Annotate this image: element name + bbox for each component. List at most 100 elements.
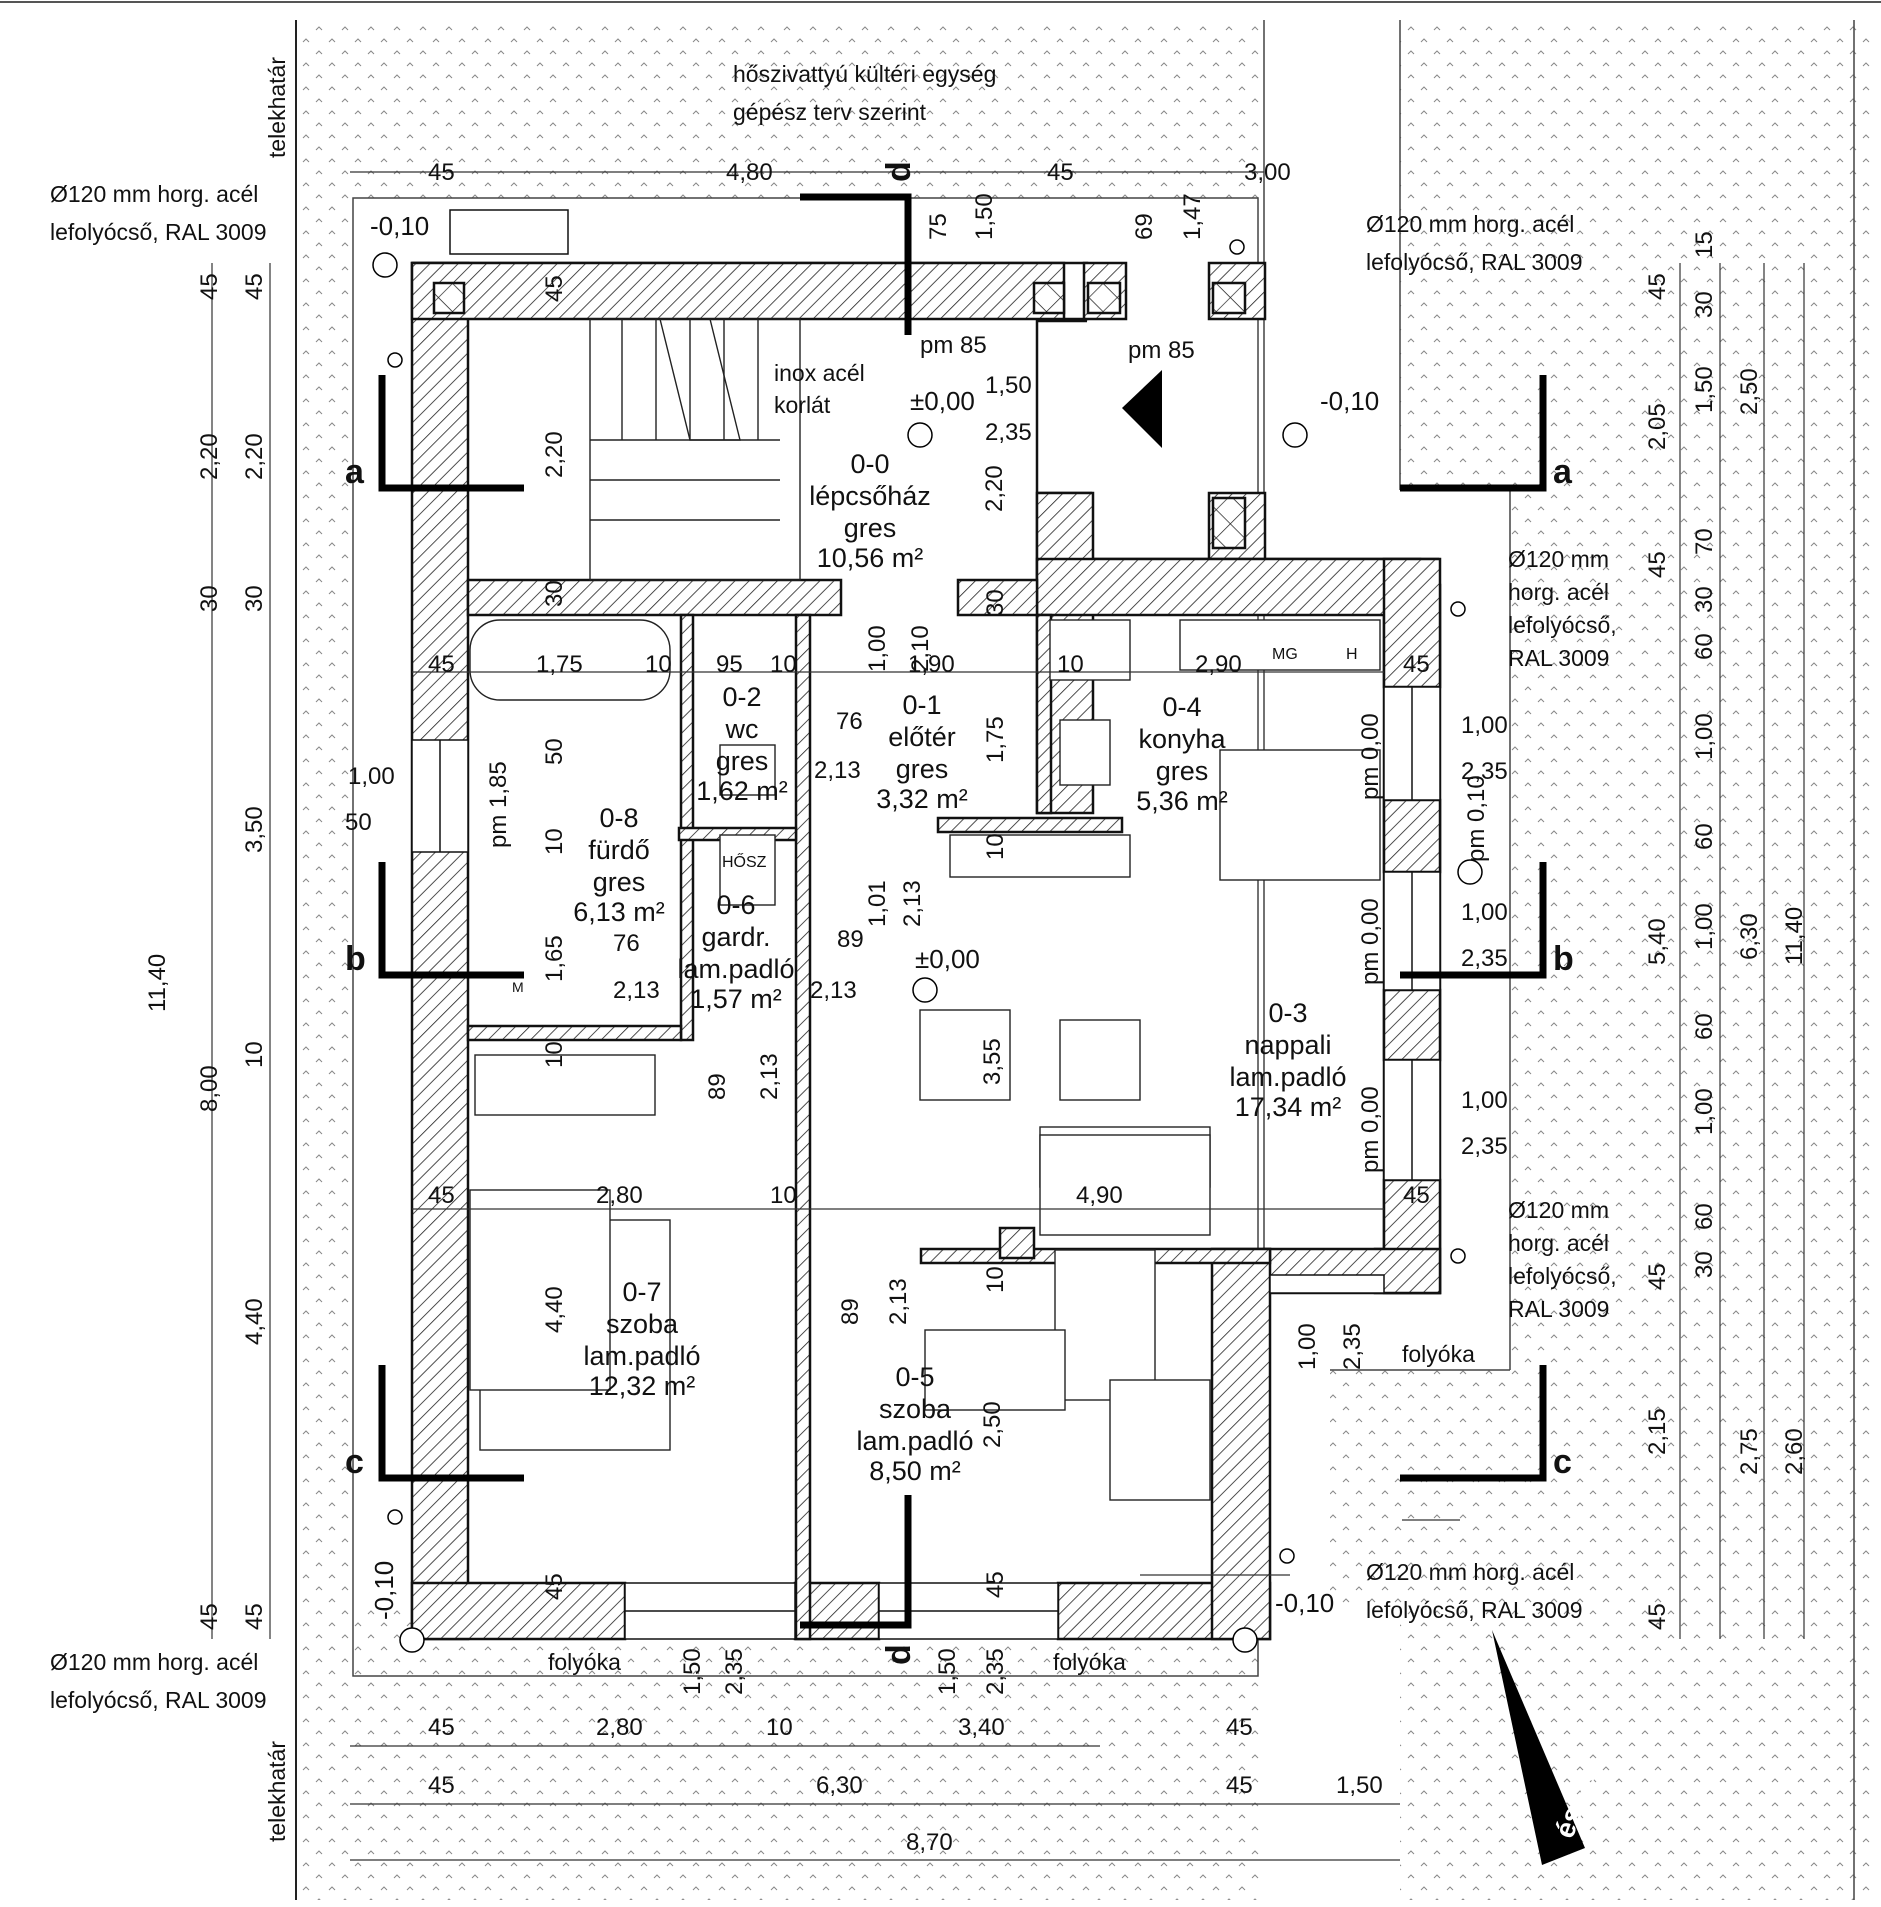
svg-text:folyóka: folyóka	[1053, 1649, 1126, 1675]
svg-text:±0,00: ±0,00	[915, 944, 980, 974]
svg-text:0-2: 0-2	[722, 682, 761, 712]
svg-text:2,35: 2,35	[1461, 758, 1508, 785]
svg-text:2,13: 2,13	[810, 977, 857, 1004]
svg-text:45: 45	[1047, 159, 1074, 186]
svg-text:1,00: 1,00	[348, 763, 395, 790]
svg-text:a: a	[1553, 453, 1573, 491]
svg-text:76: 76	[836, 708, 863, 735]
svg-text:60: 60	[1691, 1013, 1718, 1040]
svg-text:2,13: 2,13	[899, 880, 926, 927]
room-0-5: 0-5 szoba lam.padló 8,50 m²	[856, 1362, 973, 1486]
svg-text:lépcsőház: lépcsőház	[809, 481, 931, 511]
svg-text:1,50: 1,50	[985, 372, 1032, 399]
svg-text:45: 45	[196, 273, 223, 300]
svg-text:10: 10	[1057, 651, 1084, 678]
svg-text:2,35: 2,35	[1339, 1323, 1366, 1370]
svg-text:1,00: 1,00	[1461, 1087, 1508, 1114]
svg-text:30: 30	[241, 585, 268, 612]
svg-text:30: 30	[1691, 1251, 1718, 1278]
room-0-7: 0-7 szoba lam.padló 12,32 m²	[583, 1277, 700, 1401]
svg-text:0-8: 0-8	[599, 803, 638, 833]
svg-text:gépész terv szerint: gépész terv szerint	[733, 99, 927, 125]
svg-text:2,50: 2,50	[979, 1401, 1006, 1448]
svg-text:45: 45	[428, 1714, 455, 1741]
svg-text:2,80: 2,80	[596, 1182, 643, 1209]
svg-text:2,13: 2,13	[814, 757, 861, 784]
svg-text:10: 10	[766, 1714, 793, 1741]
svg-text:-0,10: -0,10	[1320, 386, 1379, 416]
svg-text:RAL 3009: RAL 3009	[1508, 1296, 1609, 1322]
svg-text:45: 45	[428, 1772, 455, 1799]
svg-text:10: 10	[241, 1041, 268, 1068]
svg-text:1,47: 1,47	[1179, 193, 1206, 240]
svg-text:Ø120 mm horg. acél: Ø120 mm horg. acél	[50, 181, 258, 207]
svg-text:-0,10: -0,10	[369, 1561, 399, 1620]
svg-text:telekhatár: telekhatár	[264, 1741, 290, 1842]
svg-text:pm 85: pm 85	[920, 332, 987, 359]
svg-text:2,10: 2,10	[907, 625, 934, 672]
svg-text:1,57 m²: 1,57 m²	[690, 984, 782, 1014]
svg-text:pm 0,00: pm 0,00	[1357, 713, 1384, 800]
svg-text:lam.padló: lam.padló	[1229, 1062, 1346, 1092]
svg-text:50: 50	[541, 738, 568, 765]
svg-text:lam.padló: lam.padló	[856, 1426, 973, 1456]
svg-text:Ø120 mm horg. acél: Ø120 mm horg. acél	[50, 1649, 258, 1675]
svg-text:10: 10	[541, 828, 568, 855]
svg-text:2,60: 2,60	[1781, 1428, 1808, 1475]
svg-text:1,00: 1,00	[1691, 713, 1718, 760]
svg-text:konyha: konyha	[1138, 724, 1226, 754]
svg-text:45: 45	[428, 1182, 455, 1209]
svg-text:1,00: 1,00	[1691, 903, 1718, 950]
svg-text:1,00: 1,00	[1294, 1323, 1321, 1370]
svg-text:±0,00: ±0,00	[910, 386, 975, 416]
svg-text:gres: gres	[1156, 756, 1209, 786]
svg-text:5,40: 5,40	[1644, 918, 1671, 965]
section-letters: a a b b c c d d	[345, 161, 1574, 1665]
svg-text:45: 45	[241, 1603, 268, 1630]
svg-text:lefolyócső, RAL 3009: lefolyócső, RAL 3009	[50, 1687, 267, 1713]
svg-text:1,90: 1,90	[908, 651, 955, 678]
svg-text:1,00: 1,00	[1461, 712, 1508, 739]
svg-text:nappali: nappali	[1244, 1030, 1331, 1060]
svg-text:4,80: 4,80	[726, 159, 773, 186]
svg-text:Ø120 mm: Ø120 mm	[1508, 1197, 1609, 1223]
svg-text:8,00: 8,00	[196, 1065, 223, 1112]
svg-text:M: M	[512, 979, 524, 995]
svg-text:69: 69	[1131, 213, 1158, 240]
svg-text:Ø120 mm horg. acél: Ø120 mm horg. acél	[1366, 1559, 1574, 1585]
svg-text:6,30: 6,30	[816, 1772, 863, 1799]
svg-text:70: 70	[1691, 528, 1718, 555]
svg-text:1,01: 1,01	[864, 880, 891, 927]
svg-text:45: 45	[1644, 1603, 1671, 1630]
svg-text:45: 45	[1644, 1263, 1671, 1290]
svg-text:89: 89	[704, 1073, 731, 1100]
svg-text:pm 0,00: pm 0,00	[1357, 1086, 1384, 1173]
svg-text:lefolyócső,: lefolyócső,	[1508, 1263, 1617, 1289]
heat-pump-unit	[449, 209, 569, 255]
svg-text:2,13: 2,13	[885, 1278, 912, 1325]
svg-text:10: 10	[982, 1266, 1009, 1293]
level-labels: -0,10 ±0,00 -0,10 ±0,00 -0,10 -0,10	[369, 211, 1379, 1620]
svg-text:17,34 m²: 17,34 m²	[1235, 1092, 1342, 1122]
north-arrow	[1492, 1630, 1585, 1865]
svg-text:10: 10	[770, 651, 797, 678]
svg-text:korlát: korlát	[774, 392, 831, 418]
svg-text:30: 30	[982, 589, 1009, 616]
svg-text:pm 0,10: pm 0,10	[1463, 775, 1490, 862]
svg-text:0-7: 0-7	[622, 1277, 661, 1307]
svg-text:gres: gres	[844, 513, 897, 543]
svg-text:45: 45	[982, 1571, 1009, 1598]
svg-text:10,56 m²: 10,56 m²	[817, 543, 924, 573]
svg-text:gres: gres	[896, 754, 949, 784]
svg-text:3,40: 3,40	[958, 1714, 1005, 1741]
room-0-1: 0-1 előtér gres 3,32 m²	[876, 690, 968, 814]
svg-text:2,35: 2,35	[982, 1648, 1009, 1695]
entry-arrow	[1122, 370, 1162, 448]
svg-text:76: 76	[613, 930, 640, 957]
svg-text:4,90: 4,90	[1076, 1182, 1123, 1209]
svg-text:1,50: 1,50	[1336, 1772, 1383, 1799]
svg-text:45: 45	[1644, 551, 1671, 578]
svg-text:3,55: 3,55	[979, 1038, 1006, 1085]
svg-text:10: 10	[770, 1182, 797, 1209]
svg-text:horg. acél: horg. acél	[1508, 1230, 1609, 1256]
